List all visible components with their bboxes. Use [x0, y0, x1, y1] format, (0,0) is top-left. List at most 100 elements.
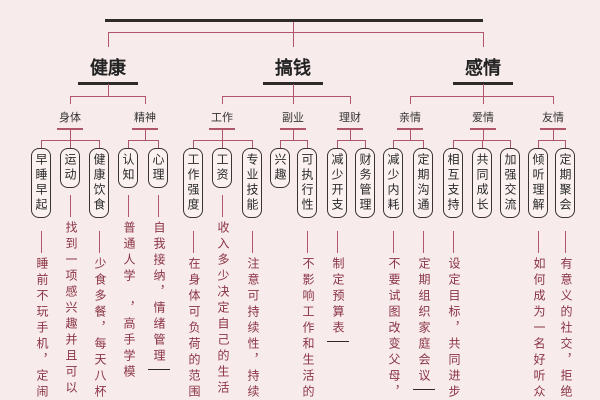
subcategory-underline: [209, 128, 235, 130]
leaf-connector: [538, 140, 539, 149]
subcategory-友情: 友情: [542, 111, 564, 124]
category-connector: [293, 32, 294, 47]
leaf-connector: [307, 140, 308, 149]
desc-connector: [70, 195, 71, 217]
category-connector: [108, 32, 109, 47]
leaf-健康饮食: 健康饮食: [89, 148, 109, 218]
leaf-相互支持: 相互支持: [443, 148, 463, 218]
subcategory-connector: [293, 96, 294, 104]
desc-connector: [128, 195, 129, 217]
subcategory-underline: [57, 128, 83, 130]
leaf-connector: [41, 140, 42, 149]
leaf-工作强度: 工作强度: [183, 148, 203, 218]
leaf-认知: 认知: [118, 148, 138, 188]
subcategory-connector: [483, 96, 484, 104]
desc-connector: [565, 231, 566, 253]
leaf-倾听理解: 倾听理解: [528, 148, 548, 218]
leaf-description: 定期组织家庭会议: [417, 257, 431, 385]
subcategory-stem: [70, 129, 71, 140]
leaf-description: 找到一项感兴趣并且可以: [64, 221, 78, 397]
leaf-description: 不影响工作和生活的: [301, 257, 315, 400]
desc-connector: [423, 231, 424, 253]
leaf-connector: [70, 140, 71, 149]
leaf-connector: [453, 140, 454, 149]
category-stem: [483, 84, 484, 96]
subcategory-stem: [483, 129, 484, 140]
subcategory-underline: [540, 128, 566, 130]
leaf-兴趣: 兴趣: [270, 148, 290, 188]
root-branch-line: [108, 32, 483, 33]
leaf-branch-line: [393, 140, 423, 141]
subcategory-身体: 身体: [59, 111, 81, 124]
leaf-description: 睡前不玩手机，定闹: [35, 257, 49, 400]
subcategory-underline: [132, 128, 158, 130]
leaf-connector: [510, 140, 511, 149]
desc-connector: [158, 195, 159, 217]
leaf-description: 少食多餐，每天八杯: [93, 257, 107, 400]
leaf-branch-line: [128, 140, 158, 141]
description-end-mark: [327, 341, 349, 342]
desc-connector: [252, 231, 253, 253]
subcategory-connector: [145, 96, 146, 104]
leaf-工资: 工资: [212, 148, 232, 188]
category-stem: [293, 84, 294, 96]
desc-connector: [393, 231, 394, 253]
desc-connector: [307, 231, 308, 253]
subcategory-branch-line: [410, 96, 553, 97]
leaf-description: 收入多少决定自己的生活: [216, 221, 230, 397]
leaf-description: 不要试图改变父母，: [387, 257, 401, 400]
leaf-减少内耗: 减少内耗: [383, 148, 403, 218]
leaf-connector: [128, 140, 129, 149]
subcategory-精神: 精神: [134, 111, 156, 124]
leaf-心理: 心理: [148, 148, 168, 188]
leaf-description: 制定预算表: [331, 257, 345, 337]
subcategory-connector: [222, 96, 223, 104]
leaf-description: 在身体可负荷的范围: [187, 257, 201, 400]
leaf-connector: [565, 140, 566, 149]
subcategory-理财: 理财: [339, 111, 361, 124]
subcategory-stem: [222, 129, 223, 140]
leaf-branch-line: [280, 140, 307, 141]
desc-connector: [222, 195, 223, 217]
leaf-description: 自我接纳，情绪管理: [152, 221, 166, 365]
subcategory-connector: [553, 96, 554, 104]
leaf-connector: [99, 140, 100, 149]
subcategory-underline: [280, 128, 306, 130]
leaf-加强交流: 加强交流: [500, 148, 520, 218]
desc-connector: [538, 231, 539, 253]
category-underline: [453, 82, 513, 85]
leaf-可执行性: 可执行性: [297, 148, 317, 218]
desc-connector: [193, 231, 194, 253]
desc-connector: [99, 231, 100, 253]
subcategory-stem: [293, 129, 294, 140]
leaf-connector: [482, 140, 483, 149]
leaf-共同成长: 共同成长: [472, 148, 492, 218]
category-connector: [483, 32, 484, 47]
description-end-mark: [148, 369, 170, 370]
category-健康: 健康: [90, 58, 126, 79]
subcategory-亲情: 亲情: [399, 111, 421, 124]
desc-connector: [41, 231, 42, 253]
subcategory-stem: [145, 129, 146, 140]
leaf-branch-line: [453, 140, 510, 141]
leaf-connector: [158, 140, 159, 149]
subcategory-stem: [553, 129, 554, 140]
root-bar: [105, 19, 483, 22]
leaf-connector: [252, 140, 253, 149]
subcategory-副业: 副业: [282, 111, 304, 124]
leaf-description: 注意可持续性，持续: [246, 257, 260, 400]
category-搞钱: 搞钱: [275, 58, 311, 79]
leaf-财务管理: 财务管理: [355, 148, 375, 218]
subcategory-underline: [470, 128, 496, 130]
leaf-定期聚会: 定期聚会: [555, 148, 575, 218]
subcategory-爱情: 爱情: [472, 111, 494, 124]
description-end-mark: [413, 389, 435, 390]
category-感情: 感情: [465, 58, 501, 79]
subcategory-branch-line: [70, 96, 145, 97]
subcategory-connector: [410, 96, 411, 104]
subcategory-工作: 工作: [211, 111, 233, 124]
leaf-branch-line: [337, 140, 365, 141]
subcategory-stem: [410, 129, 411, 140]
leaf-减少开支: 减少开支: [327, 148, 347, 218]
